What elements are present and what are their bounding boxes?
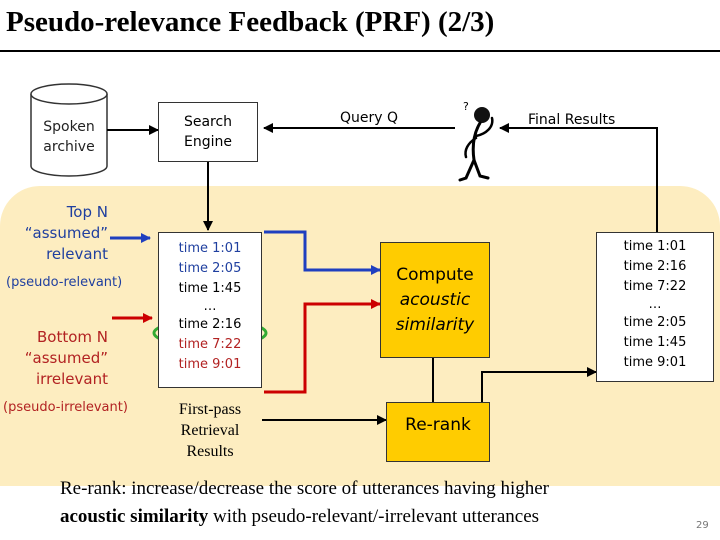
top-n-label: Top N “assumed” relevant bbox=[8, 205, 108, 262]
top-n-line-1: Top N bbox=[66, 203, 108, 221]
bottom-n-line-2: “assumed” bbox=[24, 349, 108, 367]
final-list-ellipsis: … bbox=[648, 297, 662, 312]
first-pass-item: time 9:01 bbox=[178, 357, 242, 372]
rerank-label: Re-rank bbox=[405, 415, 471, 435]
user-question-mark: ? bbox=[463, 100, 469, 113]
search-engine-line-2: Engine bbox=[184, 134, 232, 150]
bottom-n-line-1: Bottom N bbox=[36, 328, 108, 346]
first-pass-caption: First-pass Retrieval Results bbox=[160, 402, 260, 460]
first-pass-caption-line-3: Results bbox=[186, 443, 234, 460]
top-n-line-3: relevant bbox=[46, 245, 108, 263]
spoken-archive-label: Spoken archive bbox=[34, 120, 104, 154]
bottom-n-label: Bottom N “assumed” irrelevant bbox=[8, 330, 108, 387]
compute-line-2: acoustic bbox=[399, 289, 471, 310]
search-engine-line-1: Search bbox=[183, 114, 233, 130]
final-list-item: time 7:22 bbox=[623, 279, 687, 294]
pseudo-relevant-label: (pseudo-relevant) bbox=[6, 275, 123, 290]
first-pass-item: time 1:01 bbox=[178, 241, 242, 256]
first-pass-item: time 2:05 bbox=[178, 261, 242, 276]
rerank-box: Re-rank bbox=[386, 402, 490, 462]
slide-title: Pseudo-relevance Feedback (PRF) (2/3) bbox=[6, 6, 495, 38]
irrelevant-bracket-arrow bbox=[264, 299, 381, 394]
first-pass-caption-line-2: Retrieval bbox=[180, 422, 240, 439]
query-label: Query Q bbox=[340, 110, 399, 126]
final-results-arrow bbox=[499, 123, 658, 232]
footer-line-2: acoustic similarity with pseudo-relevant… bbox=[60, 506, 539, 528]
footer-line-2-rest: with pseudo-relevant/-irrelevant utteran… bbox=[208, 506, 540, 527]
first-pass-item: time 7:22 bbox=[178, 337, 242, 352]
page-number: 29 bbox=[696, 520, 709, 531]
final-results-label: Final Results bbox=[528, 112, 616, 128]
spoken-archive-cylinder bbox=[30, 83, 108, 177]
title-underline bbox=[0, 50, 720, 52]
user-icon bbox=[458, 107, 494, 182]
final-list-item: time 9:01 bbox=[623, 355, 687, 370]
footer-emphasis: acoustic similarity bbox=[60, 506, 209, 527]
archive-line-2: archive bbox=[43, 139, 95, 155]
first-pass-results-box: time 1:01 time 2:05 time 1:45 … time 2:1… bbox=[158, 232, 262, 388]
search-engine-box: Search Engine bbox=[158, 102, 258, 162]
top-n-line-2: “assumed” bbox=[24, 224, 108, 242]
final-list-item: time 2:05 bbox=[623, 315, 687, 330]
archive-line-1: Spoken bbox=[43, 119, 95, 135]
footer-line-1: Re-rank: increase/decrease the score of … bbox=[60, 478, 550, 499]
compute-line-1: Compute bbox=[396, 264, 474, 285]
first-pass-item: time 1:45 bbox=[178, 281, 242, 296]
relevant-bracket-arrow bbox=[264, 230, 381, 275]
compute-similarity-box: Compute acoustic similarity bbox=[380, 242, 490, 358]
rerank-to-final-arrow bbox=[481, 367, 597, 402]
pseudo-irrelevant-label: (pseudo-irrelevant) bbox=[3, 400, 128, 415]
first-pass-ellipsis: … bbox=[203, 299, 217, 314]
first-pass-caption-line-1: First-pass bbox=[178, 401, 242, 418]
compute-line-3: similarity bbox=[395, 314, 475, 335]
final-list-item: time 2:16 bbox=[623, 259, 687, 274]
final-list-item: time 1:01 bbox=[623, 239, 687, 254]
first-pass-item: time 2:16 bbox=[178, 317, 242, 332]
final-list-item: time 1:45 bbox=[623, 335, 687, 350]
final-results-box: time 1:01 time 2:16 time 7:22 … time 2:0… bbox=[596, 232, 714, 382]
bottom-n-line-3: irrelevant bbox=[36, 370, 108, 388]
